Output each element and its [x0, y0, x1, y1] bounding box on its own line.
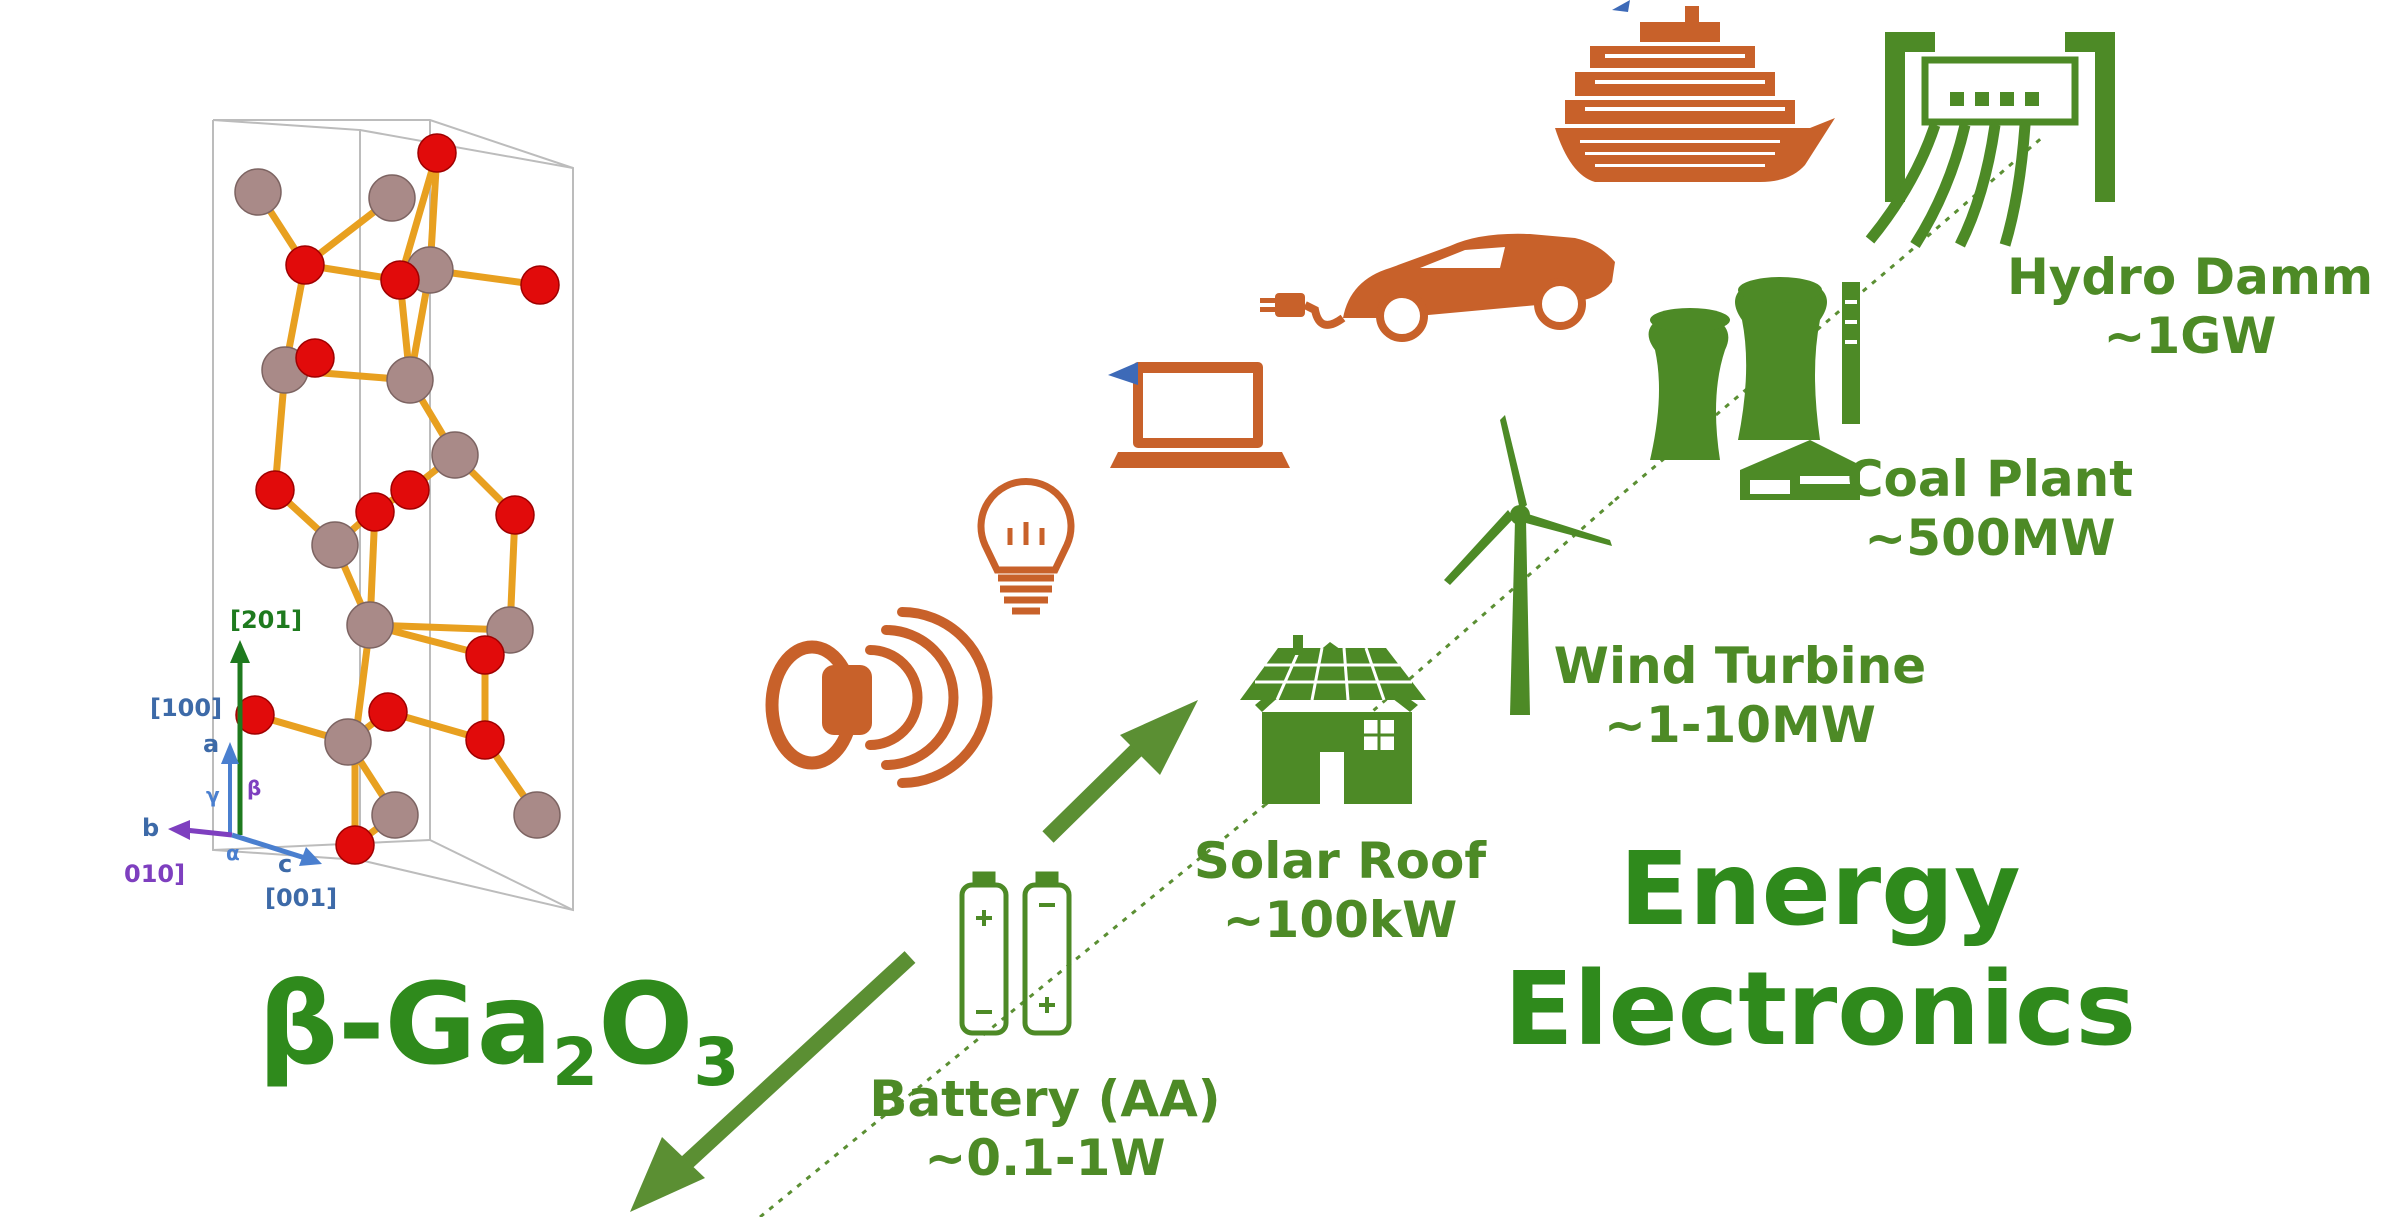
hydro-dam-label: Hydro Damm ~1GW — [2000, 248, 2380, 366]
coal-plant-power: ~500MW — [1864, 509, 2116, 567]
scale-arrows — [630, 700, 1198, 1212]
axis-a-label: a — [203, 730, 219, 758]
cruise-ship-icon — [1555, 0, 1835, 182]
axis-b-label: b — [142, 814, 159, 842]
formula-sub-3: 3 — [693, 1024, 740, 1101]
smartwatch-icon — [765, 607, 993, 788]
solar-roof-label: Solar Roof ~100kW — [1165, 832, 1515, 950]
electric-car-icon — [1260, 233, 1615, 342]
wind-turbine-label: Wind Turbine ~1-10MW — [1530, 637, 1950, 755]
coal-plant-name: Coal Plant — [1846, 450, 2134, 508]
battery-label: Battery (AA) ~0.1-1W — [860, 1070, 1230, 1188]
crystal-formula: β-Ga2O3 — [258, 960, 739, 1101]
hydro-dam-icon — [1865, 32, 2115, 248]
light-bulb-icon — [977, 478, 1075, 615]
title-line-2: Electronics — [1503, 950, 2137, 1070]
battery-power: ~0.1-1W — [924, 1129, 1166, 1187]
axis-100-label: [100] — [150, 694, 222, 722]
formula-prefix: β-Ga — [258, 960, 553, 1090]
axes-triad: [201] [100] a γ β b α 010] c [001] — [124, 606, 337, 912]
hydro-dam-name: Hydro Damm — [2006, 248, 2374, 306]
wind-turbine-icon — [1444, 415, 1612, 715]
arrow-up-head — [1120, 700, 1198, 775]
formula-sub-2: 2 — [552, 1024, 599, 1101]
solar-roof-power: ~100kW — [1222, 891, 1458, 949]
battery-icon — [959, 871, 1072, 1036]
coal-plant-icon — [1648, 277, 1860, 500]
laptop-icon — [1108, 362, 1290, 468]
axis-001-label: [001] — [265, 884, 337, 912]
wind-turbine-name: Wind Turbine — [1553, 637, 1927, 695]
arrow-down-head — [630, 1137, 705, 1212]
title-line-1: Energy — [1619, 830, 2021, 949]
axis-201-label: [201] — [230, 606, 302, 634]
coal-plant-label: Coal Plant ~500MW — [1825, 450, 2155, 568]
axis-010-label: 010] — [124, 860, 185, 888]
solar-roof-name: Solar Roof — [1193, 832, 1487, 890]
solar-house-icon — [1240, 635, 1426, 804]
gallium-atoms — [234, 168, 561, 839]
battery-name: Battery (AA) — [869, 1070, 1221, 1128]
energy-electronics-title: Energy Electronics — [1500, 830, 2140, 1071]
axis-c-label: c — [278, 850, 292, 878]
beta-label: β — [247, 776, 261, 800]
wind-turbine-power: ~1-10MW — [1604, 696, 1876, 754]
crystal-structure: [201] [100] a γ β b α 010] c [001] — [124, 119, 574, 912]
gamma-label: γ — [206, 783, 220, 807]
oxygen-atoms — [235, 133, 560, 865]
formula-oxygen: O — [598, 960, 694, 1090]
alpha-label: α — [226, 841, 240, 865]
hydro-dam-power: ~1GW — [2103, 307, 2277, 365]
